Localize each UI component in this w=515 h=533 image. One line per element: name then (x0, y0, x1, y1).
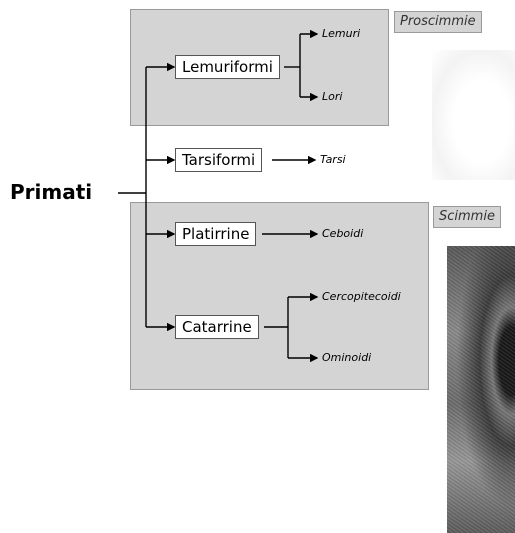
node-lemuriformi: Lemuriformi (175, 55, 280, 79)
leaf-cercopitecoidi: Cercopitecoidi (322, 290, 401, 303)
scimmie-label: Scimmie (433, 206, 501, 228)
faded-photo-background (432, 50, 515, 180)
node-catarrine: Catarrine (175, 315, 259, 339)
node-tarsiformi: Tarsiformi (175, 148, 263, 172)
leaf-ominoidi: Ominoidi (322, 351, 372, 364)
leaf-lori: Lori (322, 90, 343, 103)
node-platirrine: Platirrine (175, 222, 257, 246)
leaf-ceboidi: Ceboidi (322, 227, 364, 240)
primate-eye-photo (447, 246, 515, 533)
leaf-tarsi: Tarsi (320, 153, 346, 166)
proscimmie-label: Proscimmie (394, 11, 482, 33)
leaf-lemuri: Lemuri (322, 27, 361, 40)
root-label-primati: Primati (10, 180, 93, 204)
